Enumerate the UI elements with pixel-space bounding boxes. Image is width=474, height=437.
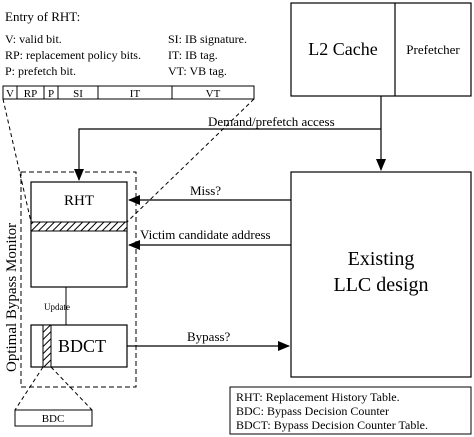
bdc-label: BDC [42, 413, 65, 425]
zoom-line-left [2, 98, 32, 223]
bdc-entry-column [42, 324, 52, 368]
legend-rht: RHT: Replacement History Table. [236, 390, 400, 404]
rht-entry-title: Entry of RHT: [5, 9, 80, 24]
bdct-block: BDCT [30, 324, 128, 368]
rht-entry-definition: Entry of RHT: V: valid bit. RP: replacem… [5, 9, 247, 78]
demand-prefetch-label: Demand/prefetch access [208, 114, 335, 129]
bypass-arrow: Bypass? [127, 329, 290, 351]
field-vt: VT [206, 88, 221, 100]
demand-prefetch-arrow: Demand/prefetch access [74, 96, 386, 181]
zoom-line-right [126, 98, 255, 223]
rht-entry-def-rp: RP: replacement policy bits. [5, 48, 141, 62]
legend-box: RHT: Replacement History Table. BDC: Byp… [229, 386, 472, 435]
bdc-zoom-line-left [14, 366, 44, 411]
field-si: SI [73, 88, 83, 100]
rht-label: RHT [64, 193, 94, 209]
bdc-zoom-line-right [50, 366, 93, 411]
field-rp: RP [24, 88, 37, 100]
l2-cache-block: L2 Cache Prefetcher [290, 2, 472, 97]
llc-label-line1: Existing [348, 248, 415, 270]
bdct-label: BDCT [58, 336, 106, 356]
update-label: Update [44, 302, 70, 312]
bypass-label: Bypass? [187, 329, 231, 344]
field-v: V [6, 88, 14, 100]
legend-bdct: BDCT: Bypass Decision Counter Table. [236, 418, 428, 432]
l2-cache-label: L2 Cache [308, 39, 377, 59]
rht-entry-row [30, 221, 128, 232]
legend-bdc: BDC: Bypass Decision Counter [236, 404, 389, 418]
llc-block: Existing LLC design [290, 171, 472, 378]
rht-entry-def-it: IT: IB tag. [168, 48, 218, 62]
rht-block: RHT [30, 181, 128, 288]
miss-label: Miss? [190, 183, 221, 198]
rht-entry-def-vt: VT: VB tag. [168, 64, 227, 78]
rht-entry-def-v: V: valid bit. [5, 32, 62, 46]
field-it: IT [130, 88, 141, 100]
bypass-monitor-label: Optimal Bypass Monitor [4, 223, 20, 372]
rht-entry-def-si: SI: IB signature. [168, 32, 247, 46]
prefetcher-label: Prefetcher [406, 42, 460, 57]
victim-address-label: Victim candidate address [140, 227, 271, 242]
field-p: P [48, 88, 54, 100]
rht-entry-def-p: P: prefetch bit. [5, 64, 76, 78]
llc-label-line2: LLC design [334, 274, 429, 296]
miss-arrow: Miss? [128, 183, 291, 205]
bdc-block: BDC [14, 409, 93, 427]
victim-address-arrow: Victim candidate address [128, 227, 291, 250]
rht-entry-field-bar: V RP P SI IT VT [2, 85, 255, 100]
